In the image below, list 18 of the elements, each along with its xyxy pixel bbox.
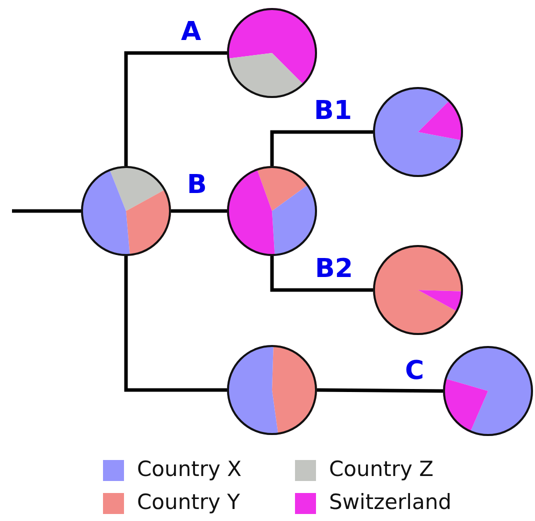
pie-chart <box>227 166 317 256</box>
pie-chart <box>227 8 317 98</box>
connector-line <box>12 209 81 213</box>
legend-label: Switzerland <box>329 492 452 513</box>
connector-line <box>171 209 227 213</box>
pie-chart <box>373 245 463 335</box>
connector-line <box>316 388 444 393</box>
pie-chart <box>443 346 533 436</box>
connector-line <box>270 256 373 292</box>
legend-label: Country X <box>137 459 242 480</box>
legend-label: Country Z <box>329 459 434 480</box>
pie-chart <box>373 87 463 177</box>
connector-line <box>270 130 373 166</box>
connector-line <box>124 256 227 392</box>
pie-chart <box>81 166 171 256</box>
legend-label: Country Y <box>137 492 240 513</box>
pie-chart <box>227 345 317 435</box>
connector-line <box>124 51 227 166</box>
